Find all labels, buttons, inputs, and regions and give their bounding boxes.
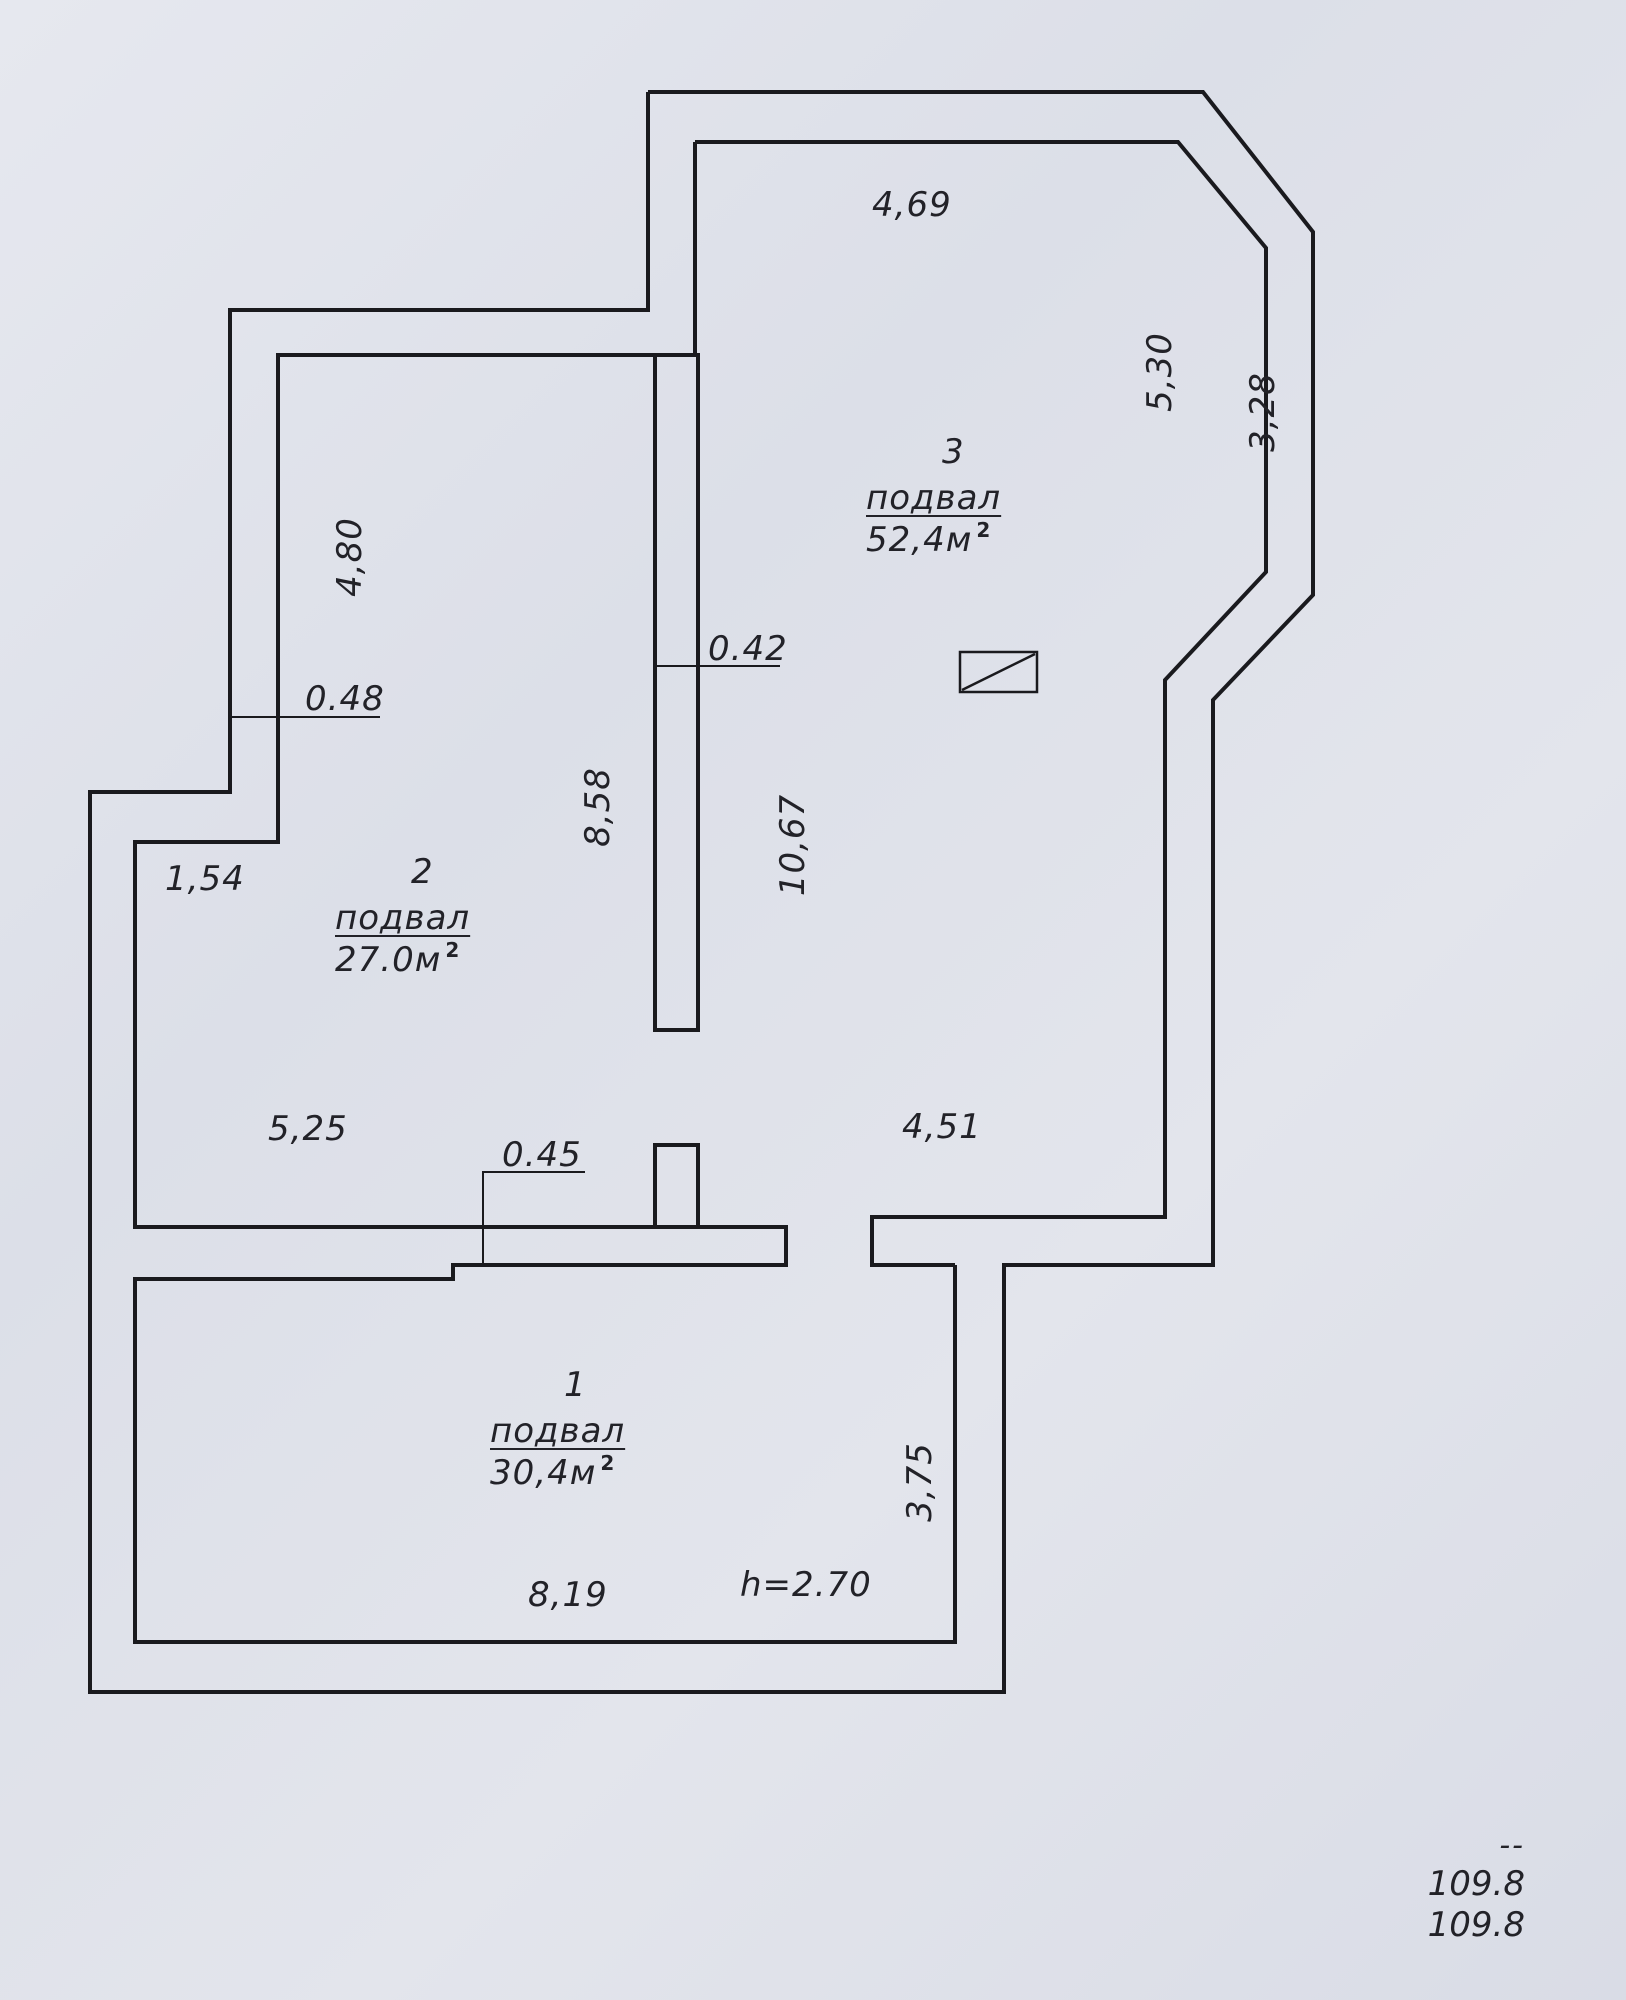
dim-right-inner: 5,30 (1139, 332, 1180, 412)
room-3-name: подвал (866, 477, 1002, 518)
stair-symbol (958, 650, 1039, 694)
dim-left-ledge: 1,54 (165, 859, 245, 899)
room1-top-wall (133, 1263, 957, 1644)
room-2-number: 2 (411, 852, 434, 892)
dim-room3-height: 10,67 (773, 793, 814, 897)
dim-left-upper: 4,80 (329, 517, 370, 597)
room3-inner-wall (695, 140, 1268, 1267)
room-1-name: подвал (490, 1410, 626, 1451)
dim-room1-width: 8,19 (528, 1575, 608, 1615)
dim-wall-048: 0.48 (305, 679, 385, 719)
stair-diagonal (961, 652, 1036, 692)
room2-inner-wall (133, 353, 788, 1267)
dim-room2-width: 5,25 (268, 1109, 348, 1149)
dim-room3-width: 4,51 (902, 1107, 982, 1147)
totals-dash: -- (1499, 1828, 1525, 1863)
partition-wall (653, 353, 700, 1032)
dim-right-wall: 3,28 (1242, 372, 1283, 452)
room-1-number: 1 (564, 1365, 587, 1405)
room-2-name: подвал (335, 897, 471, 938)
area-totals: -- 109.8 109.8 (1400, 1828, 1525, 1946)
dim-room1-height: 3,75 (899, 1442, 940, 1522)
dim-top-right: 4,69 (872, 185, 952, 225)
ceiling-height: h=2.70 (740, 1565, 872, 1605)
dim-room2-height: 8,58 (577, 767, 618, 847)
dim-wall-045: 0.45 (502, 1135, 582, 1175)
door-pillar (653, 1143, 700, 1229)
leader-045 (482, 1171, 585, 1265)
living-area: 109.8 (1427, 1904, 1525, 1945)
room-3-number: 3 (942, 432, 965, 472)
total-area: 109.8 (1427, 1864, 1525, 1904)
outer-wall (88, 90, 1315, 1694)
dim-wall-042: 0.42 (708, 629, 788, 669)
